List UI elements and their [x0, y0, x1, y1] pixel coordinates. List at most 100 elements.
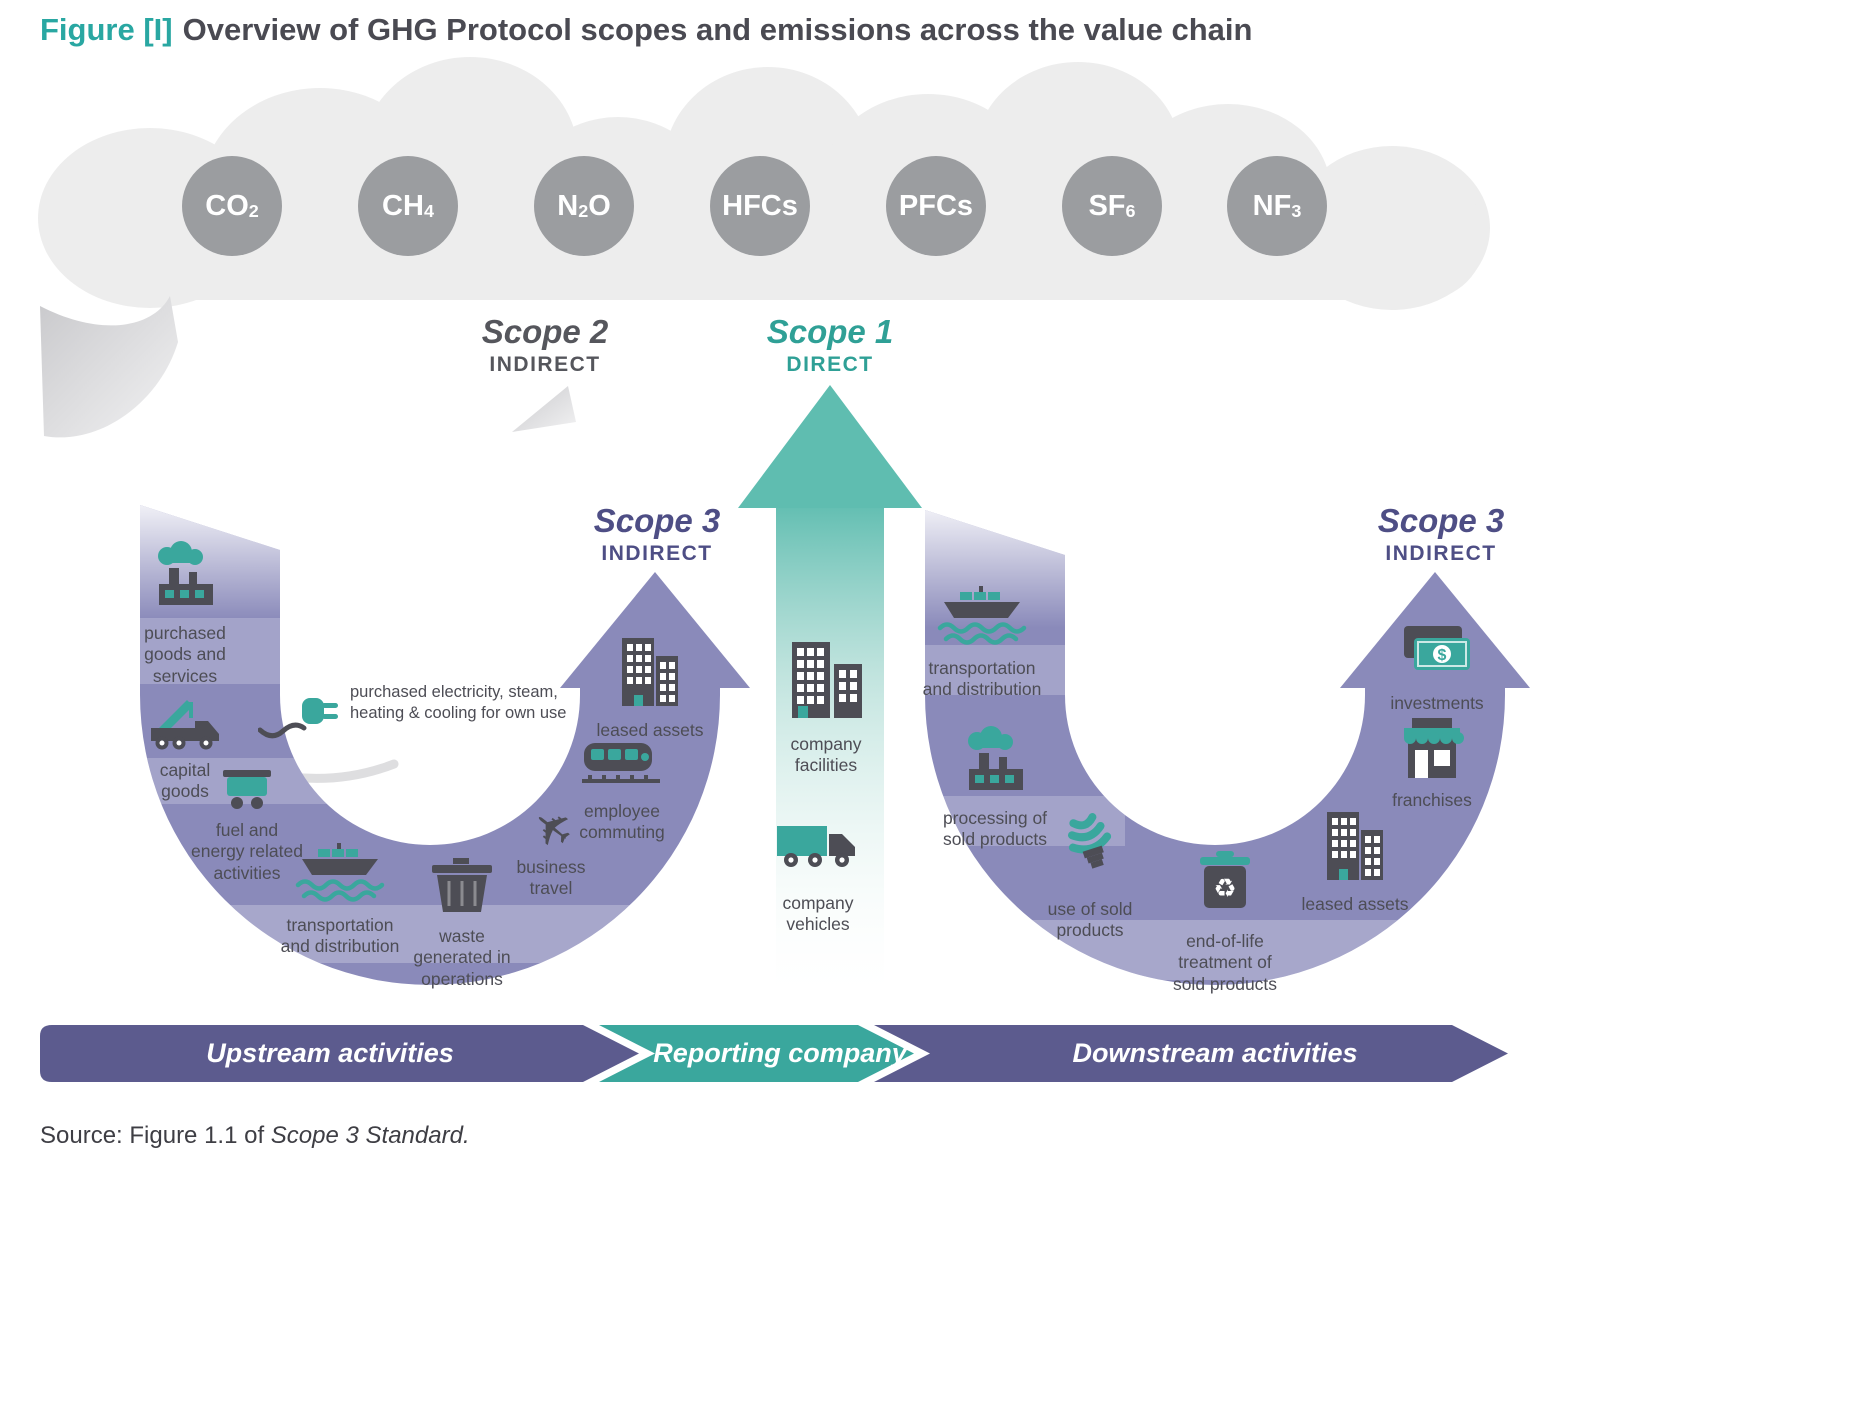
factory-smoke-icon — [158, 541, 213, 605]
scope3-left-type: INDIRECT — [601, 542, 713, 566]
downstream-bar-shape — [874, 1025, 1508, 1082]
figure-label: Figure [I] — [40, 12, 173, 47]
bar-label-upstream: Upstream activities — [206, 1038, 454, 1068]
item-leased-assets-upstream: leased assets — [560, 634, 740, 741]
scope3-right-title: Scope 3 — [1377, 502, 1505, 539]
item-business-travel: ✈ business travel — [461, 796, 641, 900]
scope1-title: Scope 1 — [766, 313, 894, 350]
gas-text: CO — [205, 189, 249, 222]
item-franchises: franchises — [1342, 716, 1522, 811]
train-icon — [582, 743, 660, 783]
item-label: employee commuting — [579, 801, 665, 843]
item-label: leased assets — [596, 720, 704, 740]
source-prefix: Source: Figure 1.1 of — [40, 1122, 271, 1149]
item-fuel-energy: fuel and energy related activities — [157, 760, 337, 884]
recycle-bin-icon: ♻ — [1200, 851, 1250, 908]
item-label: business travel — [516, 857, 586, 899]
scope3-left-title: Scope 3 — [593, 502, 721, 539]
scope2-title: Scope 2 — [481, 313, 609, 350]
scope1-direct-arrow — [738, 385, 922, 1005]
item-transport-upstream: transportation and distribution — [250, 843, 430, 958]
truck-icon — [777, 826, 855, 867]
electricity-note: purchased electricity, steam, heating & … — [350, 683, 567, 723]
gas-circle-hfcs: HFCs — [710, 156, 810, 256]
building-icon — [622, 638, 678, 706]
plug-icon — [257, 698, 338, 739]
scope1-header: Scope 1 DIRECT — [766, 313, 894, 377]
gas-circle-pfcs: PFCs — [886, 156, 986, 256]
item-label: transportation and distribution — [922, 658, 1042, 700]
storefront-icon — [1404, 718, 1464, 778]
gas-sub: 4 — [423, 200, 434, 221]
scope1-type: DIRECT — [786, 353, 874, 377]
item-investments: $ investments — [1347, 622, 1527, 714]
item-purchased-goods: purchased goods and services — [95, 541, 275, 687]
plug-icon-wrap — [257, 686, 344, 745]
fuel-cart-icon — [223, 770, 271, 809]
bar-label-downstream: Downstream activities — [1072, 1038, 1358, 1068]
gas-sub: 3 — [1291, 200, 1302, 221]
bottom-bars — [40, 1025, 1508, 1082]
item-label: end-of-life treatment of sold products — [1172, 931, 1278, 994]
money-icon: $ — [1404, 626, 1470, 670]
scope3-left-header: Scope 3 INDIRECT — [593, 502, 721, 566]
item-label: investments — [1390, 693, 1484, 713]
item-use-of-sold: use of sold products — [1000, 802, 1180, 942]
item-company-facilities: company facilities — [736, 640, 916, 777]
ship-icon — [295, 843, 385, 902]
reporting-bar-shape — [599, 1025, 914, 1082]
building-icon — [1327, 812, 1383, 880]
item-label: company vehicles — [782, 893, 854, 935]
item-label: purchased goods and services — [144, 623, 226, 686]
gas-sub: 6 — [1125, 200, 1136, 221]
scope3-right-header: Scope 3 INDIRECT — [1377, 502, 1505, 566]
factory-smoke-icon — [968, 726, 1023, 790]
cfl-bulb-icon — [1068, 813, 1112, 869]
dumpster-icon — [432, 858, 492, 912]
scope3-right-type: INDIRECT — [1385, 542, 1497, 566]
dollar-icon: $ — [1438, 647, 1447, 664]
upstream-bar-shape — [40, 1025, 639, 1082]
gas-post: O — [588, 189, 611, 222]
item-label: use of sold products — [1047, 899, 1133, 941]
item-transport-downstream: transportation and distribution — [892, 586, 1072, 701]
item-label: transportation and distribution — [280, 915, 400, 957]
office-buildings-icon — [792, 642, 862, 718]
item-company-vehicles: company vehicles — [728, 818, 908, 936]
item-label: leased assets — [1301, 894, 1409, 914]
gas-sub: 2 — [248, 200, 259, 221]
figure-title-text: Overview of GHG Protocol scopes and emis… — [182, 12, 1253, 47]
item-processing: processing of sold products — [905, 726, 1085, 851]
item-employee-commuting: employee commuting — [532, 737, 712, 844]
item-end-of-life: ♻ end-of-life treatment of sold products — [1135, 846, 1315, 995]
item-label: capital goods — [159, 760, 211, 802]
item-leased-assets-downstream: leased assets — [1265, 808, 1445, 915]
item-label: waste generated in operations — [413, 926, 511, 989]
recycle-icon: ♻ — [1213, 873, 1236, 903]
bar-label-reporting: Reporting company — [653, 1038, 907, 1068]
item-capital-goods: capital goods — [95, 690, 275, 803]
source-standard: Scope 3 Standard. — [270, 1122, 470, 1149]
gas-sub: 2 — [578, 200, 589, 221]
scope2-type: INDIRECT — [489, 353, 601, 377]
gas-text: CH — [382, 189, 424, 222]
ship-icon — [937, 586, 1027, 645]
item-waste: waste generated in operations — [372, 856, 552, 990]
gas-text: NF — [1252, 189, 1292, 222]
figure-title: Figure [I] Overview of GHG Protocol scope… — [40, 12, 1252, 48]
item-label: processing of sold products — [942, 808, 1048, 850]
item-label: company facilities — [790, 734, 862, 776]
scope2-header: Scope 2 INDIRECT — [481, 313, 609, 377]
gas-text: PFCs — [898, 189, 974, 222]
item-label: franchises — [1392, 790, 1472, 810]
gas-text: HFCs — [722, 189, 798, 222]
item-label: fuel and energy related activities — [191, 820, 303, 883]
source-note: Source: Figure 1.1 of Scope 3 Standard. — [40, 1122, 470, 1150]
crane-truck-icon — [151, 700, 219, 750]
